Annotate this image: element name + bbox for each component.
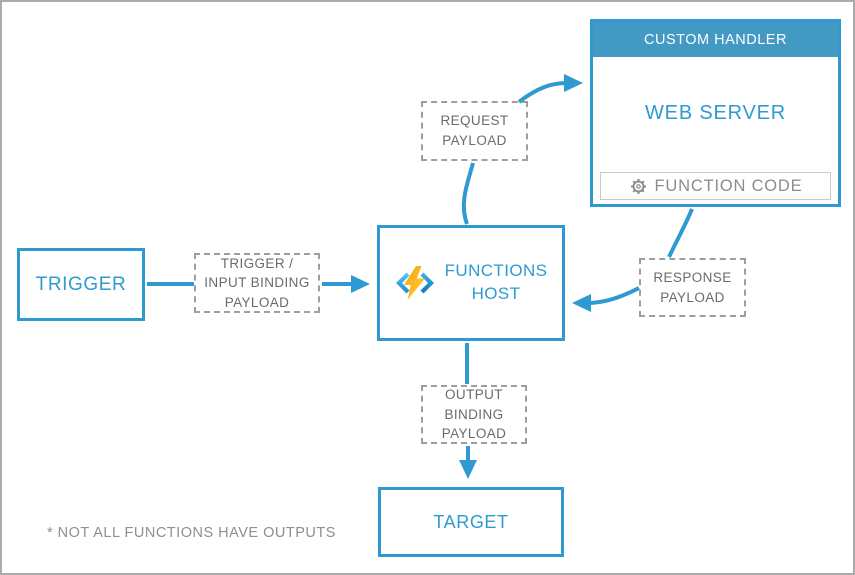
- request-payload-node: REQUEST PAYLOAD: [421, 101, 528, 161]
- custom-handler-header: CUSTOM HANDLER: [593, 22, 838, 57]
- output-binding-payload-label: OUTPUT BINDING PAYLOAD: [441, 387, 507, 442]
- target-node: TARGET: [378, 487, 564, 557]
- functions-host-node: FUNCTIONS HOST: [377, 225, 565, 341]
- line-web-server-to-response-payload: [667, 208, 694, 258]
- functions-host-label: FUNCTIONS HOST: [444, 261, 548, 303]
- web-server-area: WEB SERVER: [593, 57, 838, 170]
- trigger-node: TRIGGER: [17, 248, 145, 321]
- response-payload-label: RESPONSE PAYLOAD: [653, 269, 732, 305]
- function-code-bar: FUNCTION CODE: [600, 172, 831, 200]
- request-payload-label: REQUEST PAYLOAD: [440, 113, 509, 148]
- output-binding-payload-node: OUTPUT BINDING PAYLOAD: [421, 385, 527, 444]
- footnote: * NOT ALL FUNCTIONS HAVE OUTPUTS: [47, 525, 336, 541]
- line-host-to-request-payload: [461, 162, 475, 225]
- response-payload-node: RESPONSE PAYLOAD: [639, 258, 746, 317]
- gear-icon: [630, 178, 646, 194]
- custom-handler-title: CUSTOM HANDLER: [644, 31, 787, 48]
- arrow-response-payload-to-host: [572, 286, 640, 312]
- azure-functions-icon: [395, 266, 434, 300]
- input-binding-payload-node: TRIGGER / INPUT BINDING PAYLOAD: [194, 253, 320, 313]
- trigger-label: TRIGGER: [35, 273, 127, 295]
- arrow-request-payload-to-web-server: [517, 74, 583, 104]
- target-label: TARGET: [433, 511, 509, 532]
- functions-host-content: FUNCTIONS HOST: [395, 260, 548, 306]
- input-binding-payload-label: TRIGGER / INPUT BINDING PAYLOAD: [204, 255, 310, 310]
- custom-handler-node: CUSTOM HANDLER WEB SERVER: [590, 19, 841, 207]
- function-code-label: FUNCTION CODE: [654, 176, 803, 195]
- web-server-label: WEB SERVER: [645, 102, 786, 124]
